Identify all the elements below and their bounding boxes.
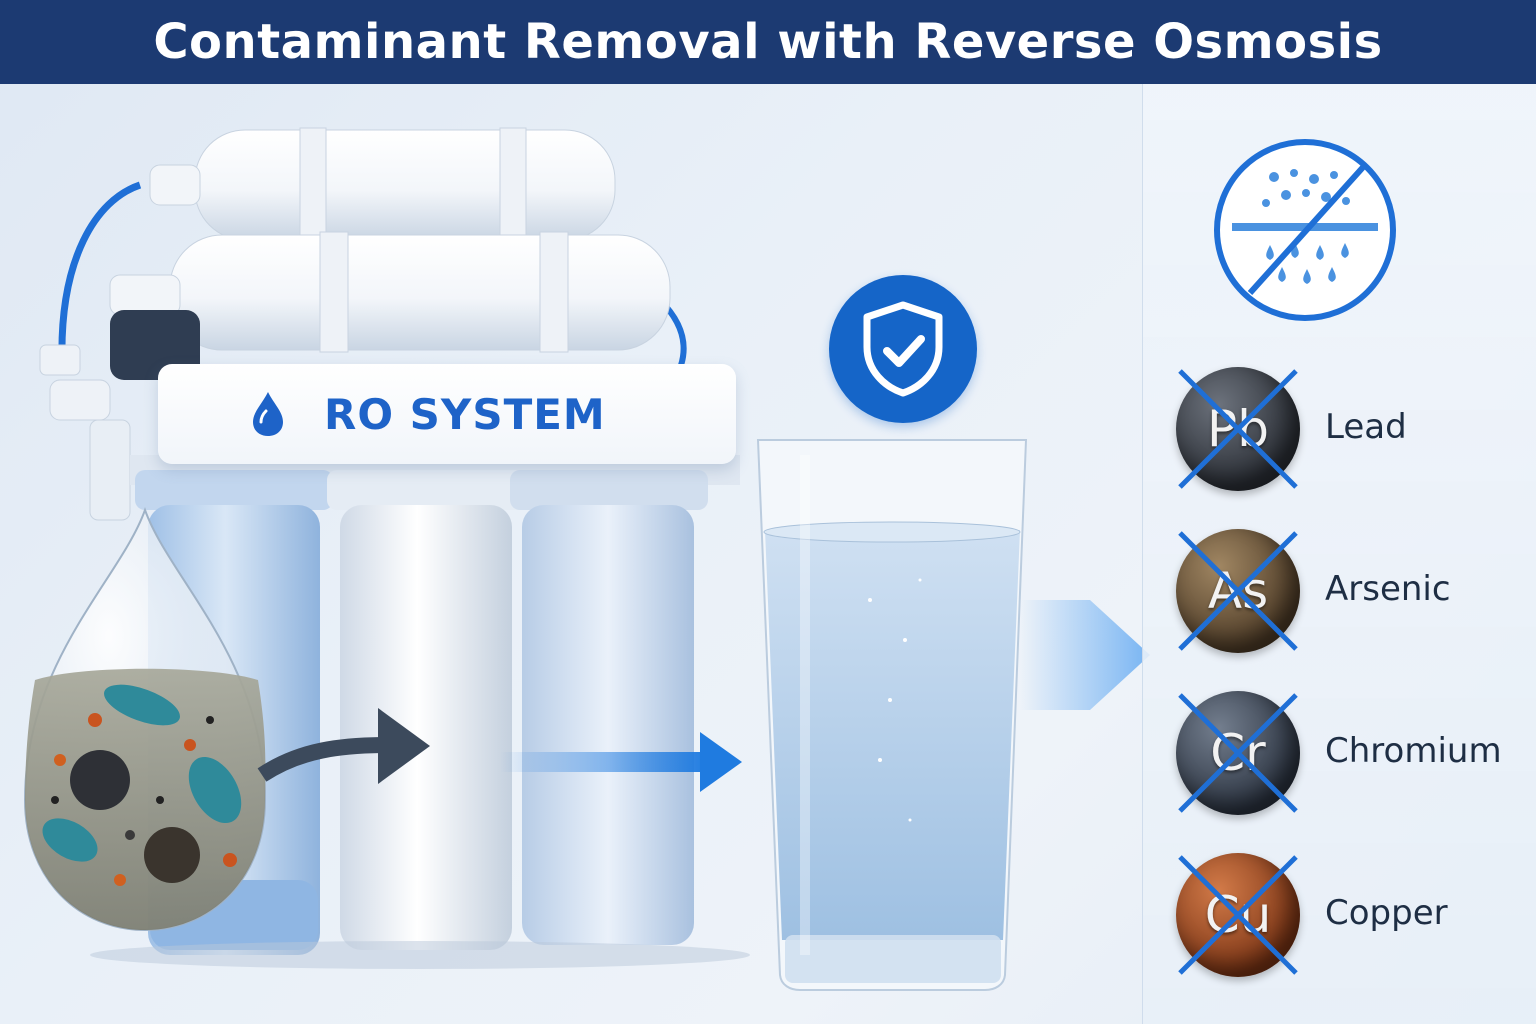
shield-check-icon <box>829 275 977 423</box>
contaminant-row-lead: Pb Lead <box>1176 367 1516 497</box>
contaminant-row-copper: Cu Copper <box>1176 853 1516 983</box>
contaminated-drop <box>23 507 267 932</box>
blue-tube <box>58 181 142 361</box>
ro-system-plate: RO SYSTEM <box>158 364 736 464</box>
ro-illustration <box>23 127 1150 991</box>
cross-out-icon <box>1178 855 1298 975</box>
chromium-ball: Cr <box>1176 691 1300 815</box>
cross-out-icon <box>1178 693 1298 813</box>
arsenic-label: Arsenic <box>1325 569 1451 609</box>
filter-housing-2 <box>327 470 525 950</box>
copper-label: Copper <box>1325 893 1448 933</box>
contaminant-row-chromium: Cr Chromium <box>1176 691 1516 821</box>
contaminant-row-arsenic: As Arsenic <box>1176 529 1516 659</box>
chromium-label: Chromium <box>1325 731 1502 771</box>
ro-system-label: RO SYSTEM <box>324 389 606 439</box>
lead-ball: Pb <box>1176 367 1300 491</box>
membrane-filter-icon <box>1214 139 1396 321</box>
page-title: Contaminant Removal with Reverse Osmosis <box>153 14 1383 70</box>
cross-out-icon <box>1178 369 1298 489</box>
filter-housing-3 <box>510 470 708 945</box>
flow-fade <box>1020 600 1150 710</box>
blue-flow-arrow <box>500 752 710 772</box>
membrane-tube-bottom <box>109 231 671 353</box>
water-glass <box>756 439 1028 991</box>
cross-out-icon <box>1178 531 1298 651</box>
lead-label: Lead <box>1325 407 1407 447</box>
title-bar: Contaminant Removal with Reverse Osmosis <box>0 0 1536 84</box>
arsenic-ball: As <box>1176 529 1300 653</box>
membrane-tube-top <box>149 127 616 243</box>
copper-ball: Cu <box>1176 853 1300 977</box>
dark-arrow <box>257 737 391 782</box>
water-drop-icon <box>253 392 283 436</box>
